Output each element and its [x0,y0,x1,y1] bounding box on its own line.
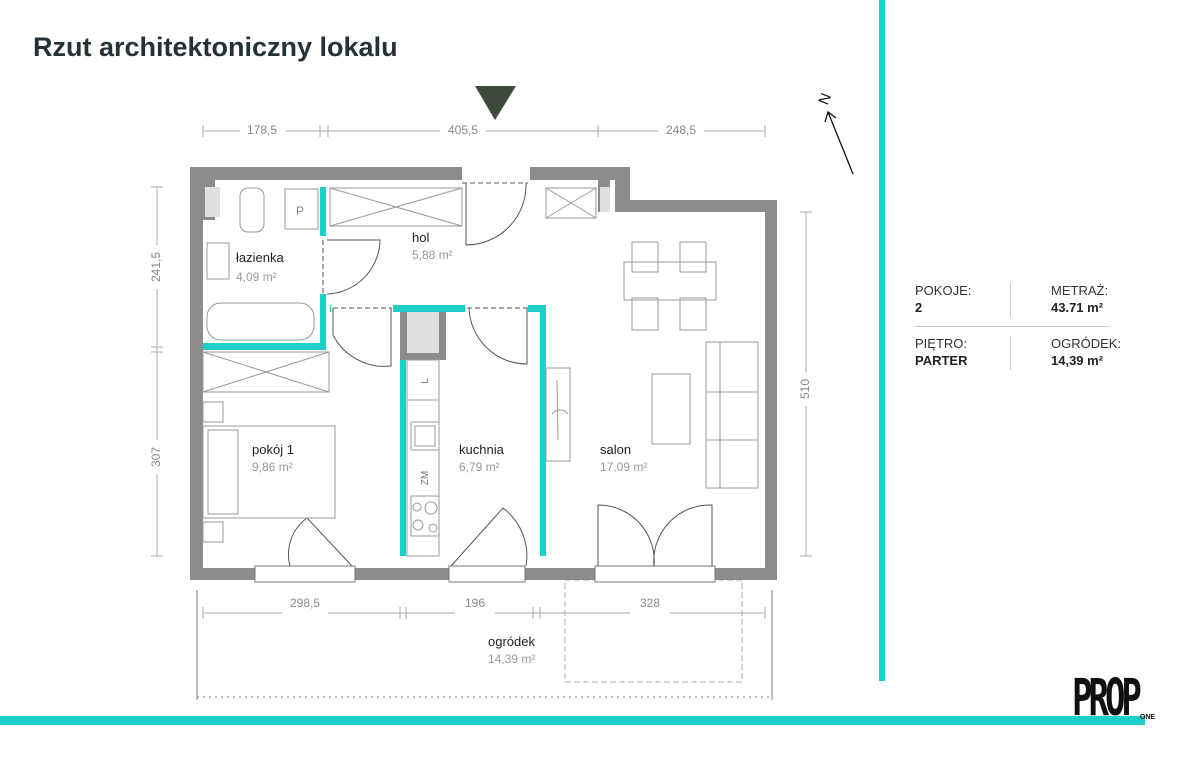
summary-garden: OGRÓDEK: 14,39 m² [1051,336,1121,368]
summary-area: METRAŻ: 43.71 m² [1051,283,1108,315]
dim-top-1: 178,5 [247,123,277,137]
dimension-lines [151,125,812,619]
room-name-salon: salon [600,442,631,457]
dim-top-3: 248,5 [666,123,696,137]
prop-one-logo: PROP ONE [1072,673,1155,724]
rooms-label: POKOJE: [915,283,972,298]
accent-horizontal-line [0,716,1145,725]
room-area-kuchnia: 6,79 m² [459,460,500,474]
dim-left-1: 241,5 [149,252,163,282]
room-area-pokoj: 9,86 m² [252,460,293,474]
furniture [202,187,759,557]
accent-vertical-line [879,0,885,681]
summary-rooms: POKOJE: 2 [915,283,971,315]
north-label: N [815,91,835,107]
dim-bottom-1: 298,5 [290,596,320,610]
garden-label: OGRÓDEK: [1051,336,1122,351]
dim-right-1: 510 [798,379,812,399]
floor-label: PIĘTRO: [915,336,968,351]
dim-bottom-3: 328 [640,596,660,610]
room-name-hol: hol [412,230,429,245]
windows [254,565,716,583]
summary-divider [915,326,1110,327]
internal-walls [203,187,546,556]
summary-floor: PIĘTRO: PARTER [915,336,967,368]
garden-value: 14,39 m² [1051,353,1104,368]
dimension-labels: 178,5 405,5 248,5 241,5 307 510 298,5 19… [149,122,814,620]
rooms-value: 2 [915,300,923,315]
logo-main: PROP [1072,668,1142,729]
dim-top-2: 405,5 [448,123,478,137]
floor-value: PARTER [915,353,968,368]
dim-left-2: 307 [149,447,163,467]
room-area-lazienka: 4,09 m² [236,270,277,284]
garden-boundary [196,579,773,700]
summary-divider [1010,283,1011,317]
area-label: METRAŻ: [1051,283,1109,298]
room-area-salon: 17,09 m² [600,460,647,474]
room-name-kuchnia: kuchnia [459,442,505,457]
logo-sub: ONE [1139,714,1156,721]
room-name-pokoj: pokój 1 [252,442,294,457]
doors [287,182,713,567]
fridge-label: L [420,378,431,384]
dim-bottom-2: 196 [465,596,485,610]
room-name-lazienka: łazienka [236,250,284,265]
dishwasher-label: ZM [420,471,431,485]
area-value: 43.71 m² [1051,300,1104,315]
pantry-label: P [296,204,304,218]
room-area-hol: 5,88 m² [412,248,453,262]
room-name-ogrodek: ogródek [488,634,535,649]
room-area-ogrodek: 14,39 m² [488,652,535,666]
summary-divider [1010,336,1011,370]
page-title: Rzut architektoniczny lokalu [33,32,398,62]
entrance-marker-icon [475,86,516,120]
north-arrow-icon [824,110,854,175]
